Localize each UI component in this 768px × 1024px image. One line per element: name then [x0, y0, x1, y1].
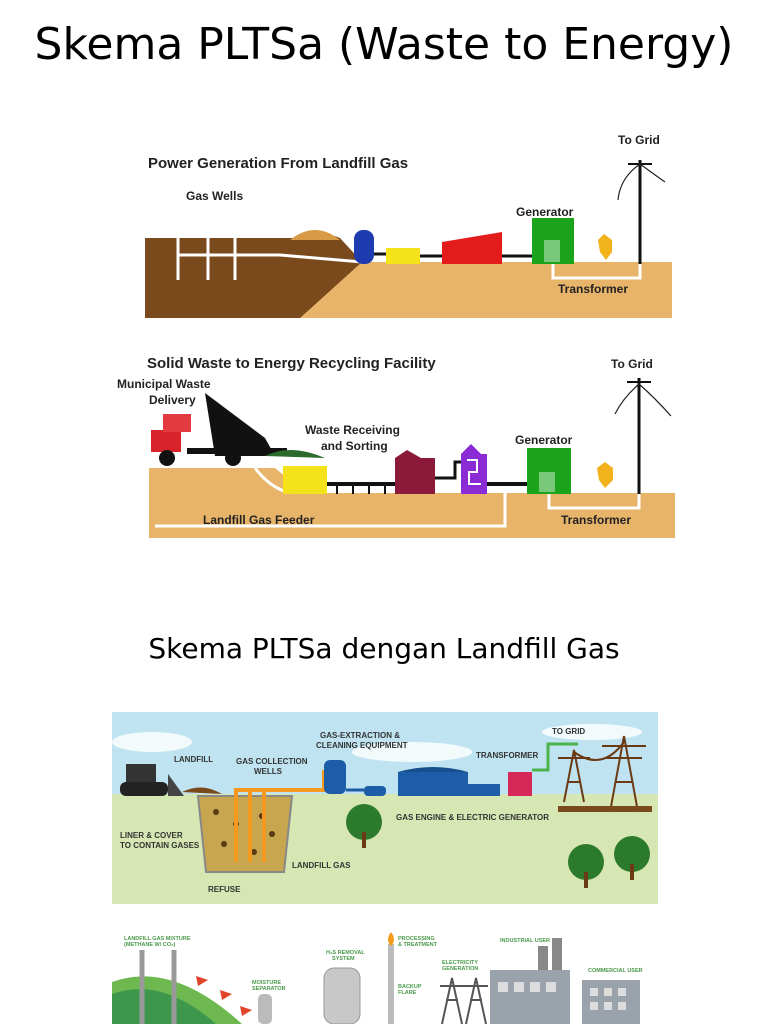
gcw-label-2: WELLS [254, 767, 283, 776]
gas-engine-building [398, 772, 468, 796]
feeder-label: Landfill Gas Feeder [203, 513, 315, 527]
sorting-building [395, 450, 435, 494]
h2s-label-1: H₂S REMOVAL [326, 950, 365, 956]
trees [346, 804, 650, 888]
truck-cab [151, 430, 181, 452]
ground [149, 468, 675, 538]
landfill-pit [196, 795, 294, 873]
transformer [598, 234, 612, 260]
engine-block [442, 232, 502, 264]
h2s-label-2: SYSTEM [332, 956, 355, 962]
gex-label-2: CLEANING EQUIPMENT [316, 741, 408, 750]
landfill-gas-power-diagram: Power Generation From Landfill Gas Gas W… [145, 133, 672, 318]
mixture-label-2: (METHANE W/ CO₂) [124, 942, 175, 948]
gcw-label-1: GAS COLLECTION [236, 757, 308, 766]
municipal-label-2: Delivery [149, 393, 196, 407]
receiving-hopper [283, 466, 327, 494]
landfill-gas-illustration: LANDFILL GAS COLLECTION WELLS GAS-EXTRAC… [112, 712, 658, 904]
receiving-label-2: and Sorting [321, 439, 388, 453]
processing-block [386, 248, 420, 264]
to-grid-label: To Grid [611, 357, 653, 371]
section-subtitle: Skema PLTSa dengan Landfill Gas [148, 632, 620, 665]
transformer-label: Transformer [561, 513, 631, 527]
diagram2-heading: Solid Waste to Energy Recycling Facility [147, 355, 436, 372]
landfill-label: LANDFILL [174, 755, 213, 764]
to-grid-label: TO GRID [552, 727, 585, 736]
mixture-label-1: LANDFILL GAS MIXTURE [124, 936, 191, 942]
transformer-label: TRANSFORMER [476, 751, 538, 760]
page-title: Skema PLTSa (Waste to Energy) [34, 19, 734, 70]
liner-label-2: TO CONTAIN GASES [120, 841, 200, 850]
power-towers [558, 735, 646, 813]
waste-to-energy-facility-diagram: Solid Waste to Energy Recycling Facility… [117, 355, 675, 538]
refuse-label: REFUSE [208, 885, 241, 894]
elec-label-2: GENERATION [442, 966, 478, 972]
industrial-building [490, 970, 570, 1024]
h2s-removal-system [323, 967, 361, 1024]
electricity-towers [440, 977, 488, 1024]
backup-label-2: FLARE [398, 990, 417, 996]
municipal-label-1: Municipal Waste [117, 377, 211, 391]
to-grid-label: To Grid [618, 133, 660, 147]
landfill-gas-process-illustration: LANDFILL GAS MIXTURE (METHANE W/ CO₂) H₂… [112, 932, 643, 1024]
bulldozer [126, 764, 156, 782]
engine-label: GAS ENGINE & ELECTRIC GENERATOR [396, 813, 549, 822]
receiving-label-1: Waste Receiving [305, 423, 400, 437]
industrial-label: INDUSTRIAL USER [500, 938, 550, 944]
moist-label-1: MOISTURE [252, 980, 281, 986]
moist-label-2: SEPARATOR [252, 986, 286, 992]
gas-extraction-tank [324, 760, 346, 794]
diagram1-heading: Power Generation From Landfill Gas [148, 155, 408, 172]
backup-label-1: BACKUP [398, 984, 422, 990]
gas-tank [354, 230, 374, 264]
proc-label-2: & TREATMENT [398, 942, 438, 948]
elec-label-1: ELECTRICITY [442, 960, 478, 966]
generator-label: Generator [516, 205, 574, 219]
transformer [597, 462, 613, 488]
landfill-gas-label: LANDFILL GAS [292, 861, 351, 870]
backup-flare [388, 944, 394, 1024]
generator-label: Generator [515, 433, 573, 447]
commercial-label: COMMERCIAL USER [588, 968, 643, 974]
gas-processing-unit [461, 444, 487, 494]
moisture-separator [258, 994, 272, 1024]
transformer-label: Transformer [558, 282, 628, 296]
transformer [508, 772, 532, 796]
proc-label-1: PROCESSING [398, 936, 435, 942]
liner-label-1: LINER & COVER [120, 831, 183, 840]
dump-bed [205, 393, 275, 456]
gas-wells-label: Gas Wells [186, 189, 243, 203]
gex-label-1: GAS-EXTRACTION & [320, 731, 400, 740]
gas-wells [166, 216, 363, 280]
